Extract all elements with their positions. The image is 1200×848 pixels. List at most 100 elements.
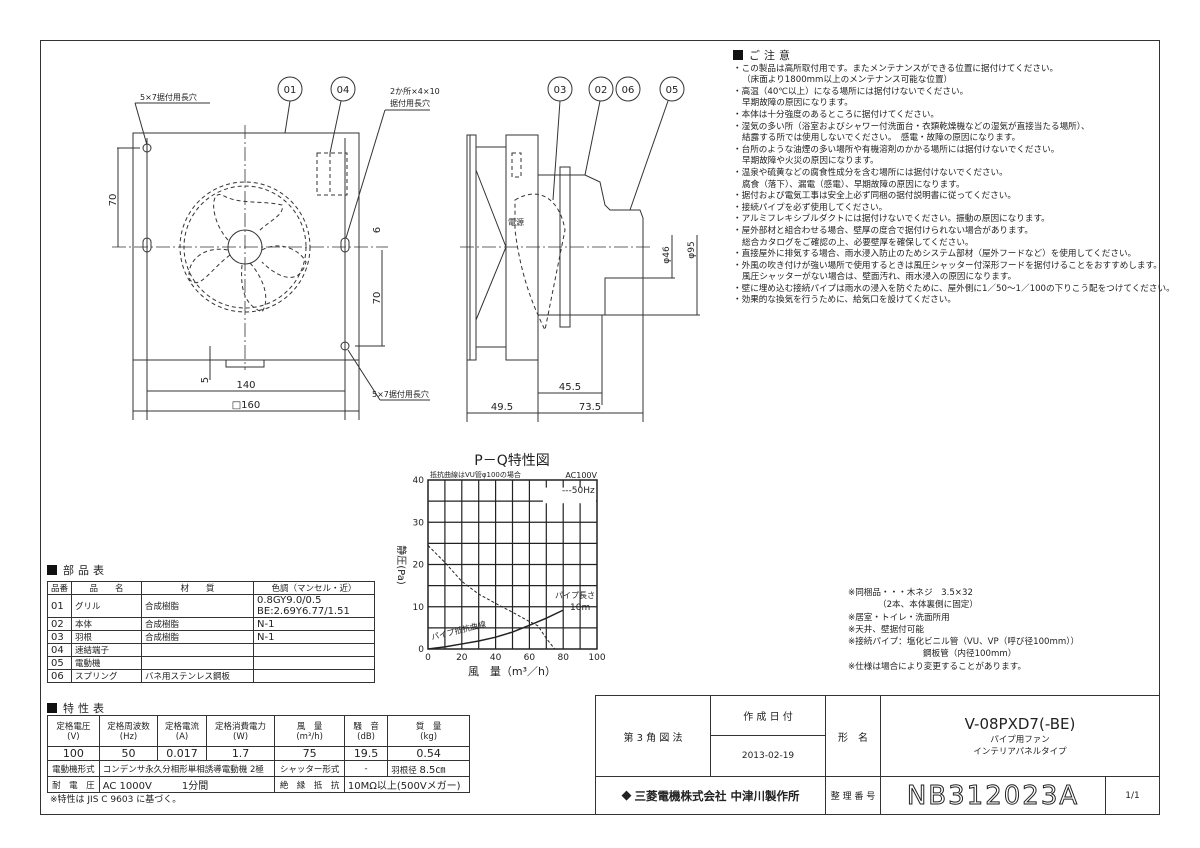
model-desc-2: インテリアパネルタイプ: [973, 747, 1067, 757]
caution-line: 腐食（落下）、漏電（感電）、早期故障の原因になります。: [742, 179, 965, 190]
model-label: 形 名: [826, 696, 881, 776]
caution-line: 早期故障の原因になります。: [742, 98, 853, 109]
voltage-label: 耐 電 圧: [47, 776, 100, 793]
header: 材 質: [141, 581, 255, 595]
parts-cell: スプリング: [71, 669, 143, 683]
spec-value: 0.54: [387, 746, 470, 761]
model-name: V-08PXD7(-BE): [964, 715, 1076, 733]
insulation-label: 絶 縁 抵 抗: [274, 776, 345, 793]
extra-note: ※天井、壁据付可能: [848, 624, 924, 635]
shutter-value: -: [343, 760, 389, 777]
mitsubishi-logo-icon: ◆: [621, 788, 632, 803]
x-tick-label: 80: [557, 653, 569, 663]
parts-cell: 本体: [71, 617, 143, 631]
caution-line: 総合カタログをご確認の上、必要壁厚を確保してください。: [742, 237, 974, 248]
dim-45-5: 45.5: [559, 382, 581, 393]
caution-line: （床面より1800mm以上のメンテナンス可能な位置）: [742, 75, 953, 86]
voltage-value: AC 1000V 1分間: [98, 776, 276, 793]
parts-cell: 羽根: [71, 630, 143, 644]
parts-cell: 04: [46, 643, 73, 657]
legend-50hz: ---50Hz: [562, 486, 595, 496]
parts-cell: 01: [46, 594, 73, 618]
chart-title: P－Q特性図: [474, 453, 549, 469]
parts-cell: 速結端子: [71, 643, 143, 657]
x-tick-label: 0: [425, 653, 431, 663]
dim-46: φ46: [662, 246, 672, 264]
spec-header: 風 量(m³/h): [274, 715, 345, 747]
caution-notes: ご注意 ・この製品は高所取付用です。またメンテナンスができる位置に据付けてくださ…: [733, 50, 1175, 307]
parts-cell: バネ用ステンレス鋼板: [141, 669, 255, 683]
motor-label: 電動機形式: [47, 760, 100, 777]
x-tick-label: 100: [588, 653, 605, 663]
power-label: 電源: [508, 218, 524, 227]
caution-line: ・高温（40℃以上）になる場所には据付けないでください。: [733, 86, 969, 97]
parts-cell: N-1: [253, 630, 375, 644]
spec-header: 騒 音(dB): [343, 715, 389, 747]
spec-table: 定格電圧(V)定格周波数(Hz)定格電流(A)定格消費電力(W)風 量(m³/h…: [47, 715, 471, 793]
motor-value: コンデンサ永久分相形単相誘導電動機 2極: [98, 760, 276, 777]
x-axis-label: 風 量（m³／h）: [468, 665, 556, 678]
parts-cell: 06: [46, 669, 73, 683]
chart-condition: AC100V: [565, 471, 597, 480]
annotation-pipe-length: パイプ長さ: [555, 591, 595, 600]
parts-cell: 03: [46, 630, 73, 644]
label-02: 02: [595, 85, 608, 96]
hole-note-right-2: 据付用長穴: [390, 98, 430, 108]
spec-value: 0.017: [157, 746, 207, 761]
caution-line: ・湿気の多い所（浴室およびシャワー付洗面台・衣類乾燥機などの湿気が直接当たる場所…: [733, 121, 1090, 132]
label-01: 01: [284, 85, 297, 96]
hole-note-top: 5×7据付用長穴: [140, 92, 197, 102]
dim-160: □160: [232, 400, 261, 411]
parts-cell: 05: [46, 656, 73, 670]
chart-subtitle: 抵抗曲線はVU管φ100の場合: [430, 470, 521, 479]
shutter-label: シャッター形式: [274, 760, 345, 777]
caution-line: ・据付および電気工事は安全上必ず同梱の据付説明書に従ってください。: [733, 191, 1016, 202]
pq-chart: P－Q特性図 抵抗曲線はVU管φ100の場合 AC100V 風 量（m³／h） …: [395, 453, 606, 678]
caution-line: ・接続パイプを必ず使用してください。: [733, 202, 888, 213]
header: 色調（マンセル・近）: [253, 581, 375, 595]
date-label: 作 成 日 付: [711, 696, 826, 736]
hole-note-right-1: 2か所×4×10: [390, 86, 440, 96]
spec-header: 定格周波数(Hz): [98, 715, 159, 747]
caution-line: ・直接屋外に排気する場合、雨水浸入防止のためシステム部材（屋外フードなど）を使用…: [733, 249, 1137, 260]
dim-73-5: 73.5: [579, 402, 601, 413]
y-tick-label: 10: [413, 603, 425, 613]
parts-heading: 部品表: [47, 562, 108, 578]
caution-heading: ご注意: [749, 49, 794, 62]
y-tick-label: 0: [418, 645, 424, 655]
spec-header: 定格消費電力(W): [205, 715, 276, 747]
label-03: 03: [554, 85, 567, 96]
caution-line: ・効果的な換気を行うために、給気口を設けてください。: [733, 295, 956, 306]
parts-cell: 合成樹脂: [141, 594, 255, 618]
sheet-number: 1/1: [1106, 776, 1159, 814]
y-tick-label: 30: [413, 518, 425, 528]
spec-value: 75: [274, 746, 345, 761]
header: 品 名: [71, 581, 143, 595]
extra-note: （2本、本体裏側に固定）: [878, 600, 978, 611]
extra-note: 鋼板管（内径100mm）: [923, 649, 1017, 660]
caution-line: 早期故障や火災の原因になります。: [742, 156, 879, 167]
x-tick-label: 20: [456, 653, 468, 663]
spec-header: 質 量(kg): [387, 715, 470, 747]
spec-value: 19.5: [343, 746, 389, 761]
parts-cell: グリル: [71, 594, 143, 618]
caution-line: ・本体は十分強度のあるところに据付けてください。: [733, 109, 939, 120]
parts-cell: [253, 669, 375, 683]
caution-line: ・台所のような油煙の多い場所や有機溶剤のかかる場所には据付けないでください。: [733, 144, 1060, 155]
caution-line: ・温泉や硫黄などの腐食性成分を含む場所には据付けないでください。: [733, 167, 1008, 178]
caution-line: ・アルミフレキシブルダクトには据付けないでください。振動の原因になります。: [733, 214, 1050, 225]
header: 品番: [46, 581, 73, 595]
extra-note: ※居室・トイレ・洗面所用: [848, 612, 950, 623]
doc-no-label: 整 理 番 号: [826, 776, 881, 814]
blade-cell: 羽根径 8.5㎝: [387, 760, 470, 777]
label-06: 06: [622, 85, 635, 96]
dim-95: φ95: [687, 241, 697, 258]
dim-140: 140: [236, 380, 255, 391]
dim-49-5: 49.5: [491, 402, 513, 413]
date-value: 2013-02-19: [711, 736, 826, 776]
